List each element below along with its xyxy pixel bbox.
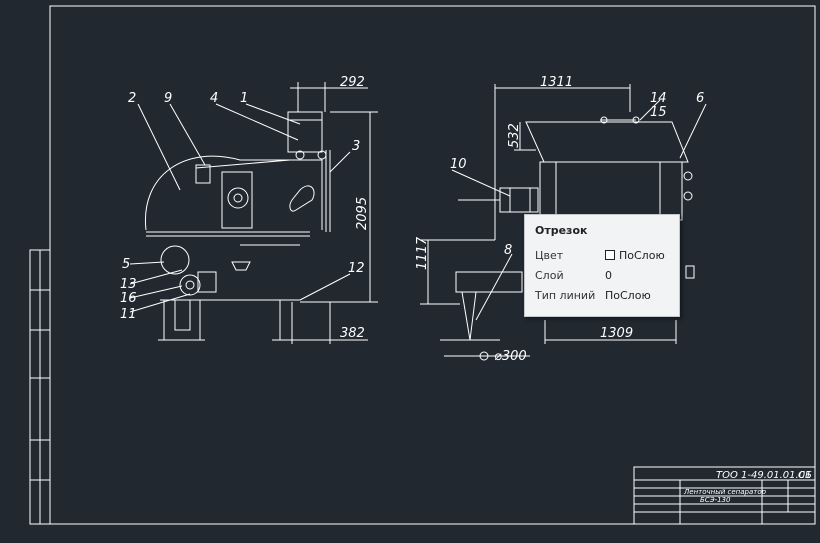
base-support — [163, 299, 201, 341]
callout-13: 13 — [120, 277, 137, 292]
left-margin-strip — [29, 249, 41, 525]
dim-292: 292 — [340, 75, 365, 90]
title-name-2: БСЭ-130 — [700, 496, 731, 504]
tooltip-value: 0 — [605, 268, 612, 282]
dim-1309: 1309 — [600, 326, 633, 341]
drum-housing — [145, 155, 323, 231]
tooltip-value: ПоСлою — [619, 248, 665, 262]
dim-1311: 1311 — [540, 75, 573, 90]
callout-9: 9 — [164, 91, 172, 106]
tooltip-row-layer: Слой 0 — [535, 265, 669, 285]
callout-4: 4 — [210, 91, 218, 106]
tooltip-label: Слой — [535, 268, 564, 282]
roller-5 — [160, 245, 190, 275]
tooltip-row-color: Цвет ПоСлою — [535, 245, 669, 265]
color-swatch-icon — [605, 250, 615, 260]
dim-382: 382 — [340, 326, 365, 341]
callout-11: 11 — [120, 307, 137, 322]
roller-13 — [179, 274, 201, 296]
callout-3: 3 — [352, 139, 360, 154]
callout-15: 15 — [650, 105, 667, 120]
property-tooltip: Отрезок Цвет ПоСлою Слой 0 Тип линий ПоС… — [524, 214, 680, 317]
drum-front — [539, 161, 683, 221]
tooltip-label: Цвет — [535, 248, 564, 262]
dim-300: ⌀300 — [494, 349, 527, 364]
tooltip-value: ПоСлою — [605, 288, 651, 302]
callout-5: 5 — [122, 257, 130, 272]
callout-14: 14 — [650, 91, 667, 106]
tooltip-label: Тип линий — [535, 288, 596, 302]
dim-1117: 1117 — [415, 236, 430, 270]
callout-1: 1 — [240, 91, 248, 106]
sheet-frame — [49, 5, 816, 525]
callout-8: 8 — [504, 243, 512, 258]
callout-2: 2 — [128, 91, 136, 106]
title-name-1: Ленточный сепаратор — [683, 488, 767, 496]
motor — [499, 187, 539, 213]
callout-6: 6 — [696, 91, 704, 106]
callout-10: 10 — [450, 157, 467, 172]
hopper — [287, 111, 323, 153]
dim-532: 532 — [507, 123, 522, 148]
callout-16: 16 — [120, 291, 137, 306]
dim-2095: 2095 — [355, 197, 370, 230]
title-sheet-mark: СБ — [798, 470, 812, 481]
title-designation: ТОО 1-49.01.01.01 — [716, 470, 811, 481]
hopper-front — [525, 121, 689, 163]
tooltip-title: Отрезок — [535, 224, 588, 237]
tooltip-row-linetype: Тип линий ПоСлою — [535, 285, 669, 305]
callout-12: 12 — [348, 261, 365, 276]
